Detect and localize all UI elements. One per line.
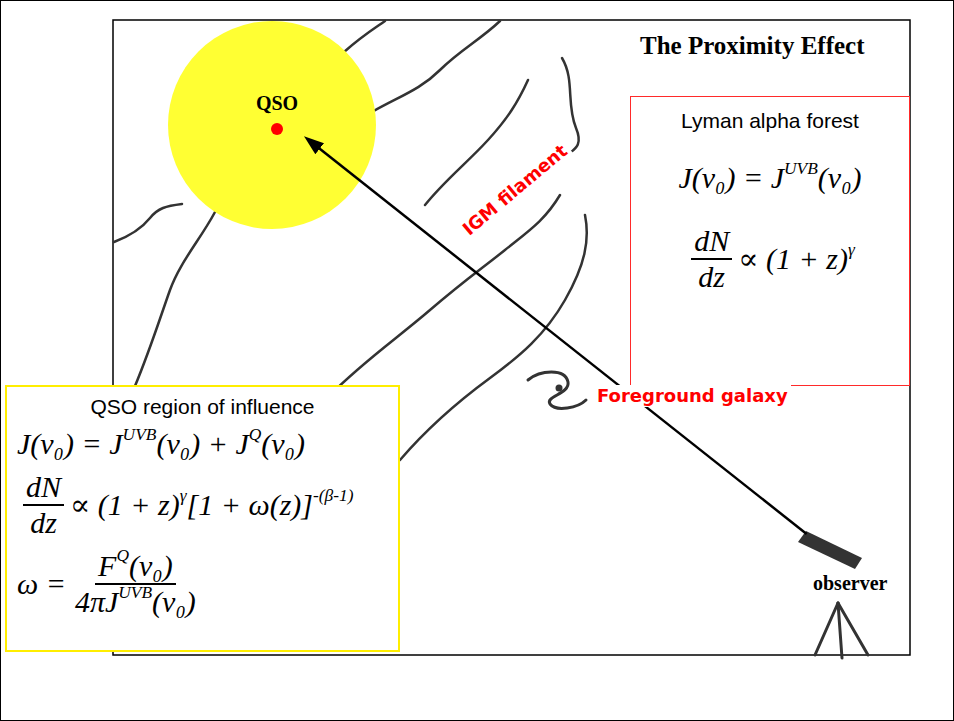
filament-line — [135, 212, 215, 386]
slide-title: The Proximity Effect — [640, 32, 864, 60]
formula-text: (ν₀) — [129, 549, 173, 584]
formula-superscript: UVB — [784, 158, 818, 178]
formula-text: (ν₀) — [261, 427, 305, 462]
observer-node: observer — [788, 534, 910, 601]
tripod-leg — [815, 603, 838, 655]
fraction: dNdz — [691, 224, 732, 295]
formula-superscript: Q — [116, 545, 129, 565]
formula-superscript: UVB — [123, 424, 157, 444]
formula-superscript: -(β-1) — [313, 485, 354, 505]
qso-region-circle — [168, 21, 376, 229]
fraction: FQ(ν₀)4πJUVB(ν₀) — [72, 549, 199, 620]
fraction-bar: dN — [691, 224, 732, 261]
filament-line — [330, 195, 560, 395]
formula-text: ∝ (1 + z) — [738, 242, 848, 277]
galaxy-shape — [528, 372, 586, 408]
formula-text: J(ν₀) = J — [17, 427, 123, 462]
filament-line — [344, 21, 385, 52]
formula-superscript: γ — [848, 239, 855, 259]
formula-text: 4πJ — [75, 585, 118, 620]
fraction: dNdz — [23, 470, 64, 541]
box-heading: Lyman alpha forest — [681, 109, 859, 133]
formula-text: dz — [30, 506, 57, 541]
fraction-bar: dN — [23, 470, 64, 507]
qso-influence-box: QSO region of influenceJ(ν₀) = JUVB(ν₀) … — [5, 385, 400, 652]
formula-text: ω = — [17, 567, 66, 602]
formula-text: F — [98, 549, 116, 584]
qso-dot — [271, 123, 283, 135]
formula-superscript: Q — [249, 424, 262, 444]
node-label: observer — [813, 572, 887, 595]
galaxy-label: Foreground galaxy — [594, 385, 791, 407]
formula-text: (ν₀) — [818, 161, 862, 196]
tripod-leg — [838, 603, 842, 658]
telescope-tube — [798, 531, 862, 569]
formula-text: [1 + ω(z)] — [187, 488, 313, 523]
formula-superscript: γ — [180, 485, 187, 505]
formula-text: J(ν₀) = J — [678, 161, 784, 196]
node-label: QSO — [256, 92, 298, 115]
formula-text: dz — [698, 260, 725, 295]
fraction-bar: FQ(ν₀) — [95, 549, 176, 586]
filament-line — [372, 21, 500, 112]
formula-text: dN — [694, 224, 729, 259]
qso-node: QSO — [250, 92, 304, 138]
formula-superscript: UVB — [118, 582, 152, 602]
galaxy-core — [556, 385, 563, 392]
filament-line — [114, 204, 182, 242]
formula-text: dN — [26, 470, 61, 505]
formula-text: ∝ (1 + z) — [70, 488, 180, 523]
lyman-forest-box: Lyman alpha forestJ(ν₀) = JUVB(ν₀)dNdz∝ … — [630, 96, 910, 386]
box-heading: QSO region of influence — [90, 395, 314, 419]
formula-text: (ν₀) + J — [156, 427, 248, 462]
formula-text: (ν₀) — [152, 585, 196, 620]
filament-label: IGM filament — [456, 138, 574, 242]
